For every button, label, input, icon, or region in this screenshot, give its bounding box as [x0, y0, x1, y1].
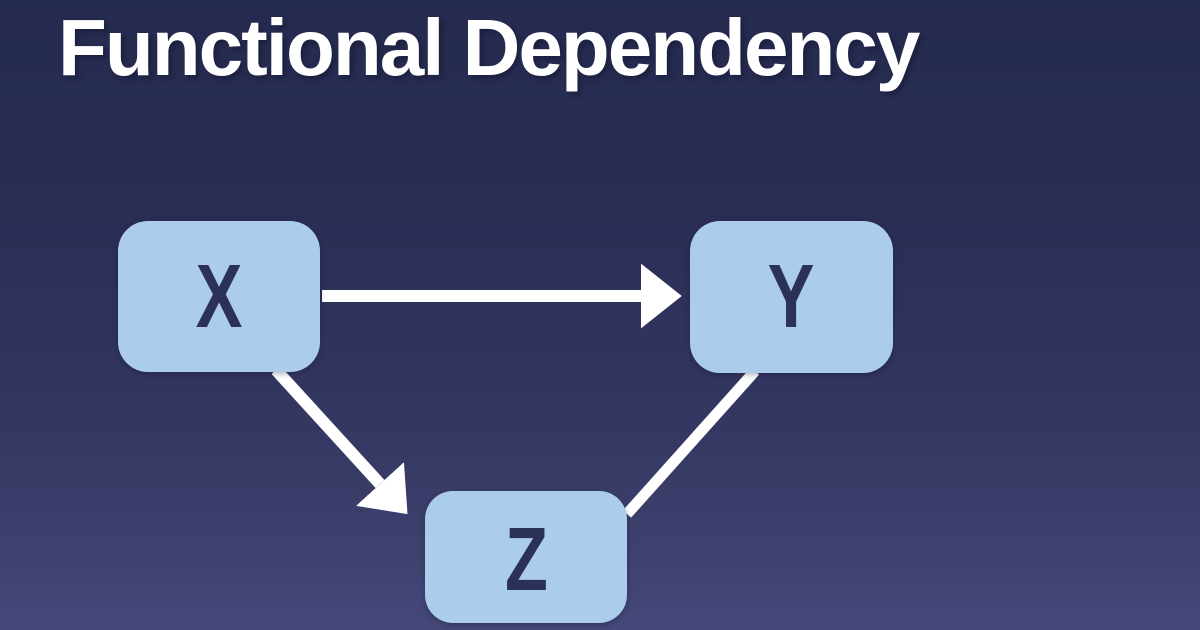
node-z: Z [425, 491, 627, 623]
arrow-x-to-z [271, 365, 408, 515]
connector-z-to-y [622, 367, 760, 518]
node-y-label: Y [768, 247, 815, 347]
node-x: X [118, 221, 320, 372]
node-x-label: X [195, 246, 243, 347]
node-y: Y [690, 221, 893, 373]
page-title: Functional Dependency [58, 3, 920, 92]
node-z-label: Z [504, 510, 548, 610]
